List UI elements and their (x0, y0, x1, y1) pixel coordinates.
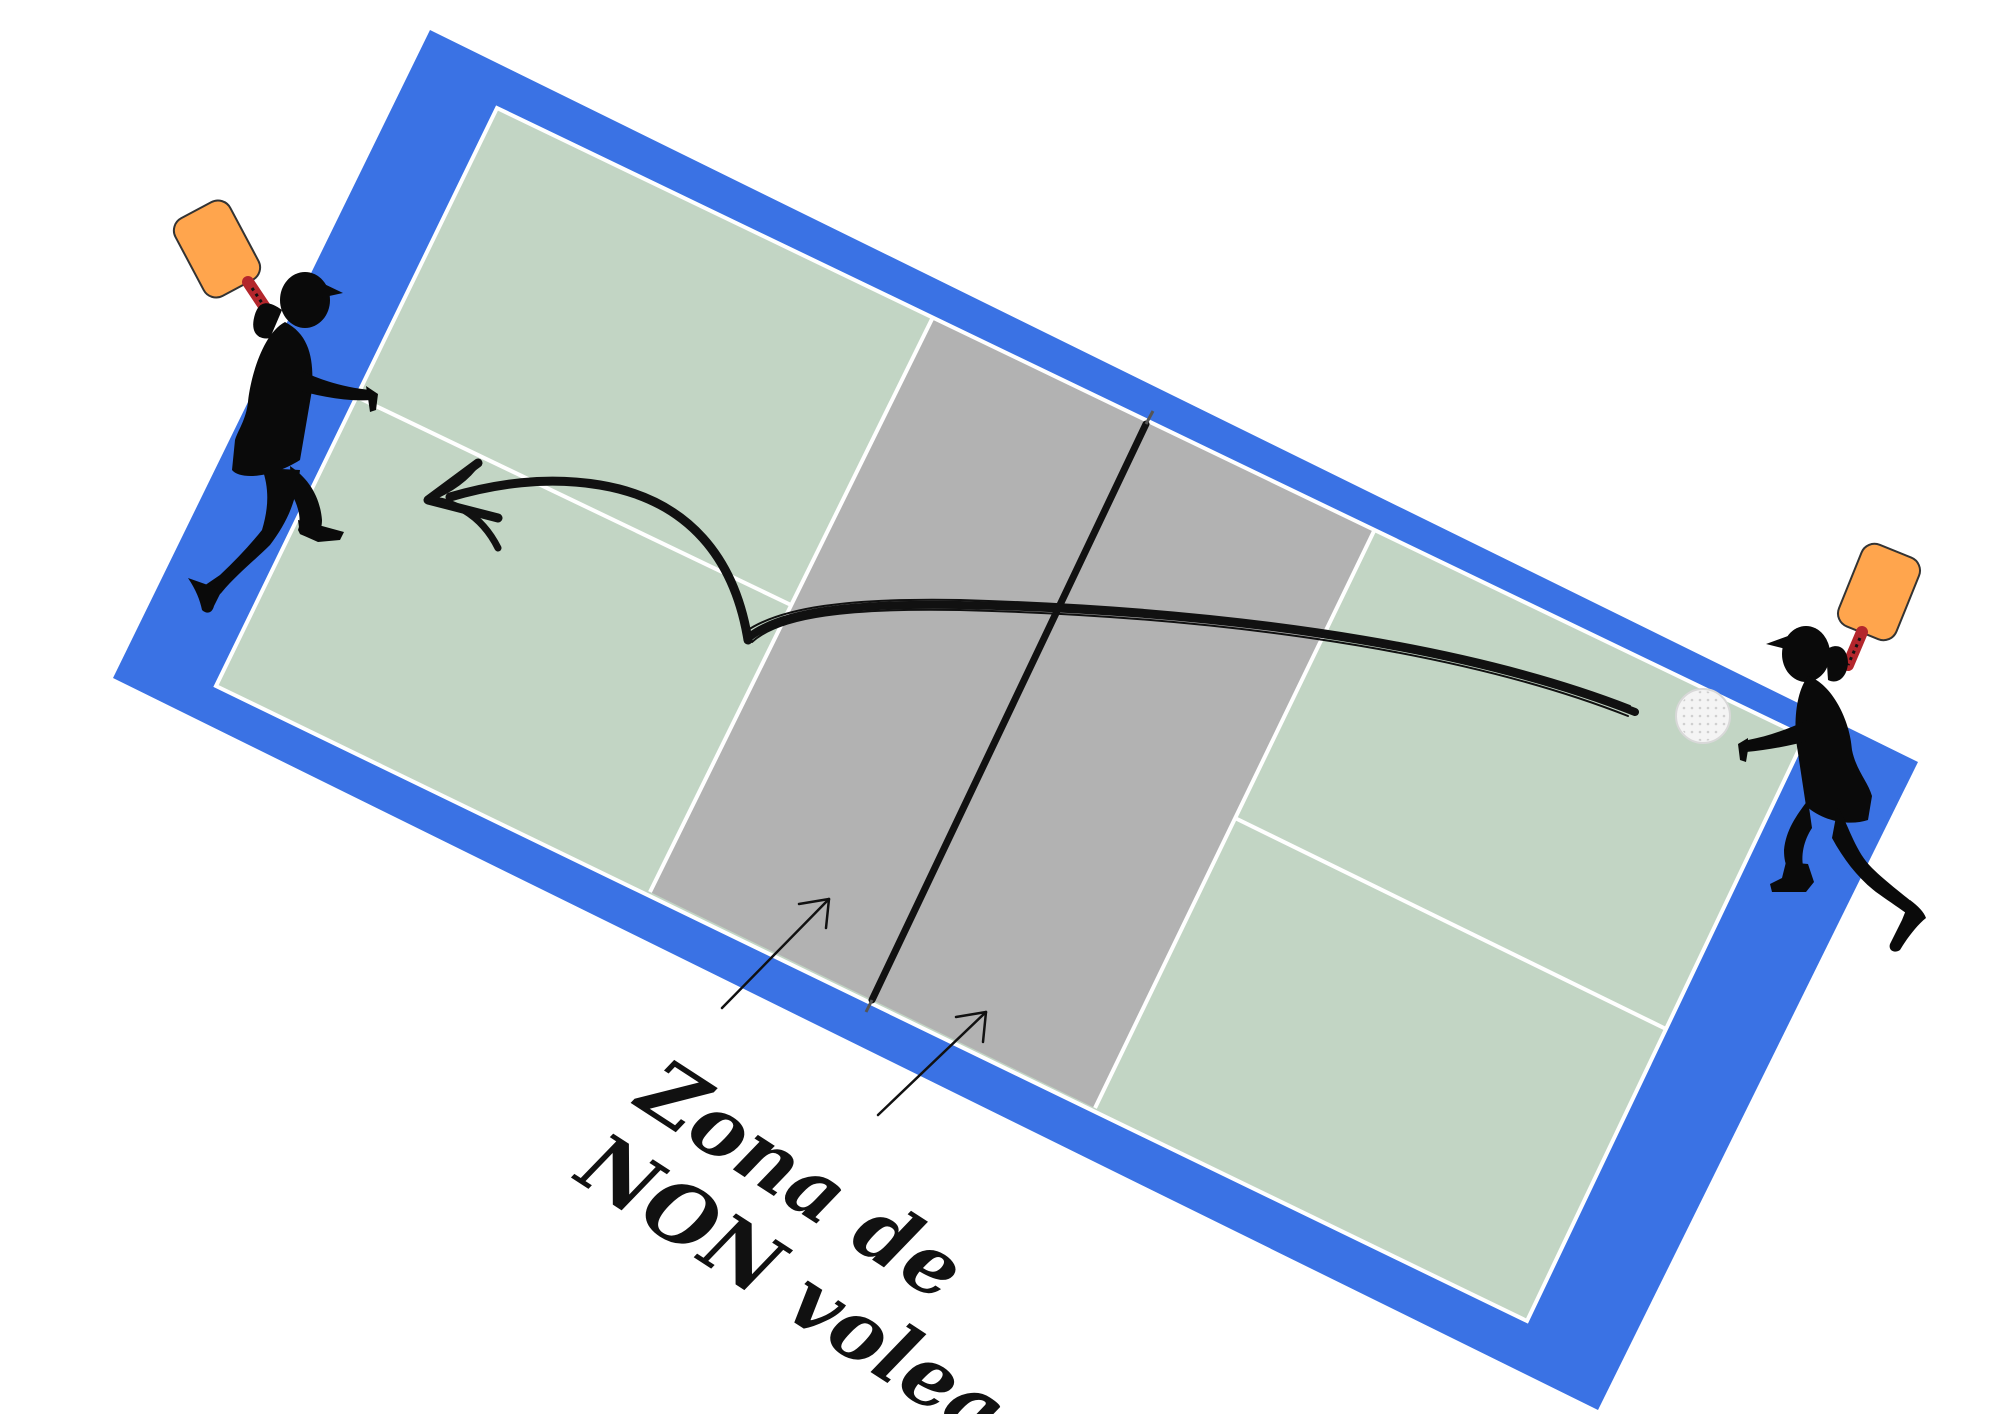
net-post-top (1144, 410, 1155, 425)
ball-trajectory-arrow-icon (423, 458, 1639, 717)
pointer-arrow-left (720, 897, 831, 1010)
pickleball-paddle-icon (172, 199, 274, 318)
kitchen-line-left (648, 318, 934, 893)
net (868, 420, 1150, 1004)
player-body-left (188, 272, 378, 613)
pickleball-ball-icon (1675, 688, 1731, 744)
non-volley-zone-pointer-arrows (720, 897, 988, 1117)
player-silhouette-icon-left (172, 199, 378, 613)
player-body-right (1738, 626, 1926, 952)
centerline-left (356, 395, 792, 607)
pointer-arrow-right-head (954, 1010, 988, 1044)
pointer-arrow-right (876, 1010, 988, 1117)
player-silhouette-icon-right (1738, 542, 1926, 952)
net-post-bottom (864, 999, 874, 1013)
pickleball-paddle-icon (1836, 542, 1922, 671)
pointer-arrow-left-head (797, 897, 831, 930)
centerline-right (1234, 816, 1667, 1031)
